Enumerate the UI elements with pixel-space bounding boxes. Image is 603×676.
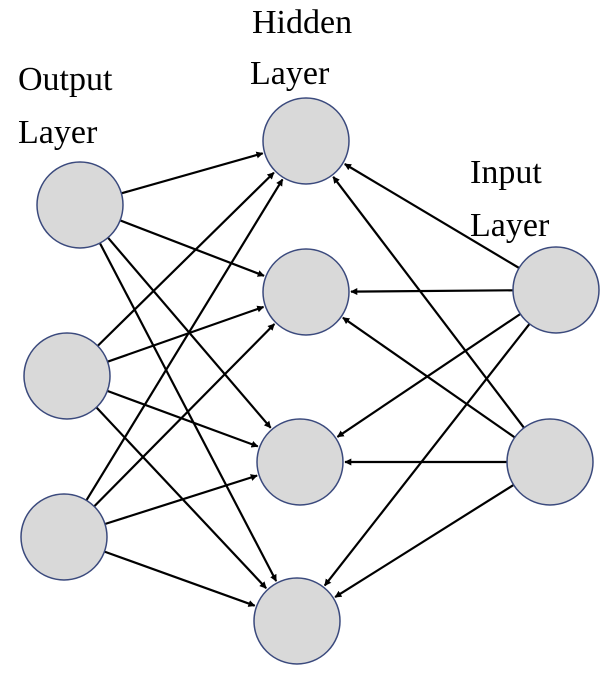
connection-edges	[85, 151, 531, 607]
edge-output-2-to-hidden-2	[107, 305, 265, 363]
edge-output-3-to-hidden-3	[104, 474, 258, 526]
input-label-line1: Input	[470, 154, 542, 191]
edge-output-1-to-hidden-2	[119, 219, 265, 277]
input-label-line2: Layer	[470, 207, 550, 244]
hidden-node-4	[253, 577, 341, 665]
network-nodes	[20, 97, 600, 665]
edge-output-1-to-hidden-1	[121, 151, 264, 195]
output-layer-label: Output Layer	[18, 61, 113, 151]
output-node-3	[20, 493, 108, 581]
edge-input-2-to-hidden-4	[334, 483, 515, 599]
edge-output-2-to-hidden-4	[95, 406, 268, 589]
edge-input-2-to-hidden-2	[342, 316, 516, 439]
edge-input-2-to-hidden-1	[332, 176, 525, 429]
output-node-2	[23, 332, 111, 420]
input-node-1	[512, 246, 600, 334]
edge-input-1-to-hidden-2	[350, 288, 514, 296]
hidden-label-line1: Hidden	[252, 4, 352, 41]
edge-output-3-to-hidden-2	[93, 323, 276, 508]
output-label-line2: Layer	[18, 114, 98, 151]
edge-input-1-to-hidden-4	[323, 323, 531, 587]
edge-output-3-to-hidden-1	[85, 178, 284, 501]
hidden-node-2	[262, 248, 350, 336]
edge-input-1-to-hidden-1	[344, 163, 520, 269]
input-layer-label: Input Layer	[470, 154, 550, 244]
output-node-1	[36, 161, 124, 249]
hidden-node-3	[256, 418, 344, 506]
edge-output-2-to-hidden-3	[106, 389, 259, 448]
edge-output-3-to-hidden-4	[104, 550, 256, 607]
input-node-2	[506, 418, 594, 506]
edge-input-1-to-hidden-3	[336, 313, 521, 438]
hidden-layer-label: Hidden Layer	[250, 4, 352, 92]
hidden-node-1	[262, 97, 350, 185]
output-label-line1: Output	[18, 61, 113, 98]
hidden-label-line2: Layer	[250, 55, 330, 92]
edge-output-2-to-hidden-1	[96, 171, 275, 347]
